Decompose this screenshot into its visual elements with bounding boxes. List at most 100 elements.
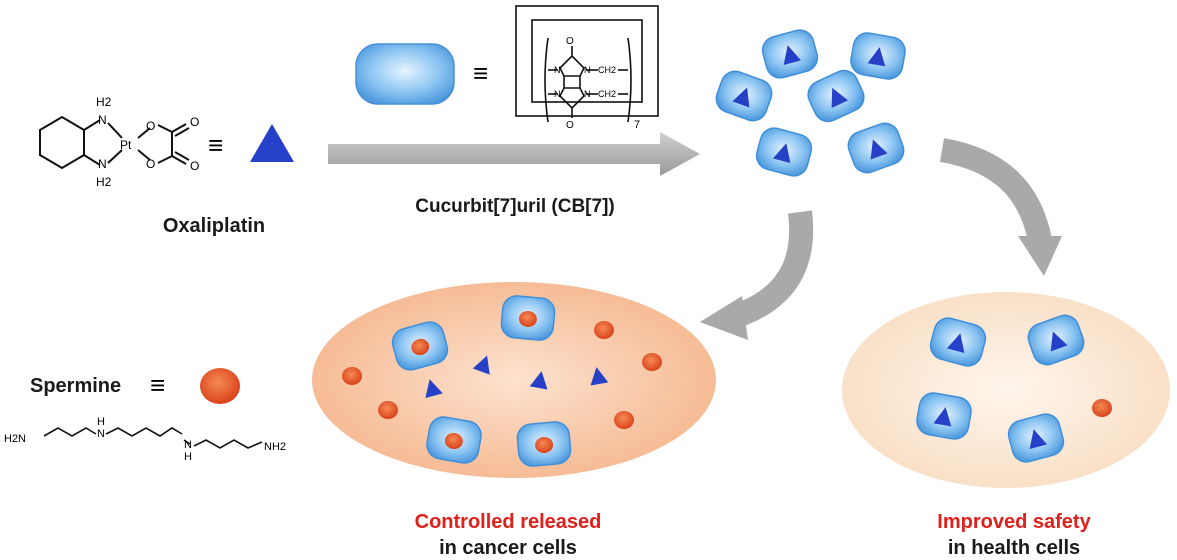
- healthy-cell-contents: [916, 314, 1112, 463]
- h2-top-label: H2: [96, 95, 112, 109]
- capsule: [847, 122, 905, 174]
- drug-triangle: [772, 143, 791, 164]
- bond: [137, 149, 151, 161]
- capsule: [761, 29, 819, 79]
- capsule: [929, 317, 987, 367]
- bracket-right: [627, 37, 632, 123]
- spermine-dot: [411, 338, 430, 356]
- h2-bottom-label: H2: [96, 175, 112, 189]
- spermine-n2: N: [184, 439, 192, 451]
- drug-triangle: [529, 371, 548, 390]
- cb7-n-left-bottom: N: [554, 89, 561, 99]
- bond: [183, 439, 191, 445]
- o-bottom-label: O: [146, 157, 155, 171]
- spermine-dot: [642, 353, 662, 371]
- bond: [157, 124, 173, 133]
- cb7-n-left-top: N: [554, 65, 561, 75]
- bond: [107, 149, 123, 164]
- cyclohexane-ring: [39, 115, 85, 170]
- drug-triangle: [472, 355, 490, 375]
- cb7-o-bottom: O: [566, 120, 574, 131]
- carbonyl-bond: [171, 155, 187, 165]
- bracket-left: [544, 37, 549, 123]
- capsule: [1027, 314, 1085, 366]
- spermine-dot-icon: [200, 368, 240, 404]
- spermine-label: Spermine: [30, 375, 121, 397]
- spermine-dot: [444, 432, 463, 450]
- capsule: [1007, 413, 1065, 463]
- spermine-dot: [1092, 399, 1112, 417]
- o-carbonyl-bottom: O: [190, 159, 199, 173]
- o-carbonyl-top: O: [190, 115, 199, 129]
- spermine-dot: [614, 411, 634, 429]
- drug-triangle: [1050, 331, 1068, 352]
- cb7-ch2-bottom: CH2: [598, 89, 616, 99]
- spermine-dot: [594, 321, 614, 339]
- healthy-label-line1: Improved safety: [937, 511, 1091, 533]
- arrow-to-cancer-body: [726, 210, 814, 330]
- drug-triangle: [1029, 429, 1048, 450]
- drug-triangle: [425, 379, 443, 399]
- capsule: [715, 70, 773, 122]
- cb7-n-right-top: N: [584, 65, 591, 75]
- drug-triangle: [867, 47, 886, 67]
- capsule: [850, 32, 906, 80]
- spermine-n1: N: [97, 428, 105, 440]
- drug-triangle-icon: [250, 124, 294, 162]
- capsule: [916, 392, 972, 440]
- ring-top: [559, 54, 585, 77]
- drug-triangle: [732, 87, 750, 108]
- cb7-n-right-bottom: N: [584, 89, 591, 99]
- capsule: [426, 416, 482, 464]
- healthy-cell: [842, 292, 1170, 488]
- cb7-label: Cucurbit[7]uril (CB[7]): [415, 196, 614, 217]
- carbonyl-bond: [174, 151, 190, 161]
- chain-1: [43, 427, 97, 437]
- cb7-o-top: O: [566, 36, 574, 47]
- ring-bottom: [559, 87, 585, 110]
- capsule: [755, 127, 813, 177]
- bond: [157, 155, 173, 164]
- cb7-ch2-top: CH2: [598, 65, 616, 75]
- spermine-h2: H: [184, 451, 192, 463]
- arrow-to-healthy-head: [1018, 236, 1062, 276]
- capsule: [500, 295, 556, 341]
- complex-group: [715, 29, 906, 177]
- cb7-equiv: ≡: [473, 58, 488, 88]
- cb7-inner-box: [531, 19, 643, 103]
- drug-triangle: [831, 87, 848, 108]
- bond: [83, 119, 101, 131]
- bond: [83, 154, 101, 166]
- chain-3: [193, 439, 263, 449]
- drug-triangle: [783, 45, 802, 66]
- drug-triangle: [590, 367, 609, 386]
- cb7-outer-box: [515, 5, 659, 117]
- capsule: [391, 321, 449, 371]
- cb7-subscript: 7: [634, 119, 640, 131]
- drug-triangle: [946, 333, 965, 354]
- pt-label: Pt: [120, 138, 132, 152]
- spermine-dot: [378, 401, 398, 419]
- spermine-dot: [342, 367, 362, 385]
- main-arrow: [328, 132, 700, 176]
- arrow-to-healthy-body: [939, 138, 1052, 243]
- cancer-label-line2: in cancer cells: [439, 537, 577, 559]
- spermine-nh2: NH2: [264, 441, 286, 453]
- n-top-label: N: [98, 113, 107, 127]
- bond: [107, 122, 123, 139]
- carbonyl-bond: [171, 123, 187, 133]
- chain-2: [105, 427, 183, 437]
- arrow-to-cancer-head: [700, 296, 748, 340]
- o-top-label: O: [146, 119, 155, 133]
- drug-triangle: [933, 407, 952, 427]
- cancer-cell-contents: [342, 295, 662, 467]
- oxaliplatin-structure: [39, 115, 190, 170]
- spermine-structure: [43, 427, 263, 449]
- carbonyl-bond: [174, 127, 190, 137]
- bond: [137, 127, 151, 139]
- cancer-label-line1: Controlled released: [415, 511, 602, 533]
- oxaliplatin-label: Oxaliplatin: [163, 215, 265, 237]
- spermine-dot: [518, 310, 537, 328]
- n-bottom-label: N: [98, 157, 107, 171]
- oxaliplatin-equiv: ≡: [208, 130, 223, 160]
